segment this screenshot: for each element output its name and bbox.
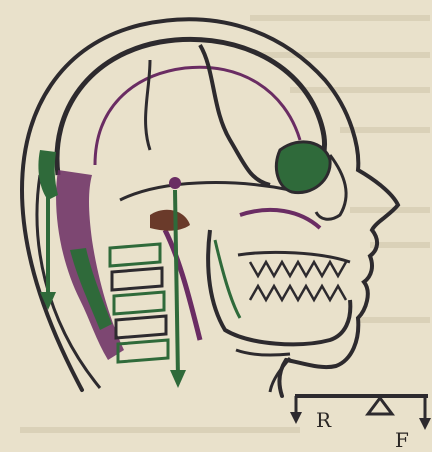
skull-inner-line	[95, 67, 300, 165]
cervical-vertebrae	[110, 244, 168, 362]
teeth-lower	[250, 286, 346, 300]
eye-socket	[276, 142, 330, 193]
skull-suture-2	[146, 60, 150, 150]
resistance-arrow-icon	[290, 412, 302, 424]
fulcrum-triangle-icon	[368, 398, 392, 414]
temporal-line	[120, 183, 290, 200]
force-label: F	[395, 428, 409, 452]
zygomatic-arch	[240, 210, 320, 228]
throat-outline	[236, 350, 290, 355]
jaw-muscle-brown	[150, 210, 190, 231]
spine-front-muscle	[165, 230, 200, 340]
force-arrow-icon	[419, 418, 431, 430]
skull-suture	[200, 45, 270, 185]
weight-arrow-icon	[170, 370, 186, 388]
resistance-label: R	[316, 408, 331, 432]
occipital-muscle-green	[38, 150, 58, 200]
teeth-upper	[250, 262, 346, 276]
pivot-point	[169, 177, 181, 189]
lever-diagram	[290, 396, 431, 430]
mandible-ramus	[215, 240, 240, 318]
upper-jaw	[238, 252, 350, 262]
mandible	[208, 230, 350, 344]
